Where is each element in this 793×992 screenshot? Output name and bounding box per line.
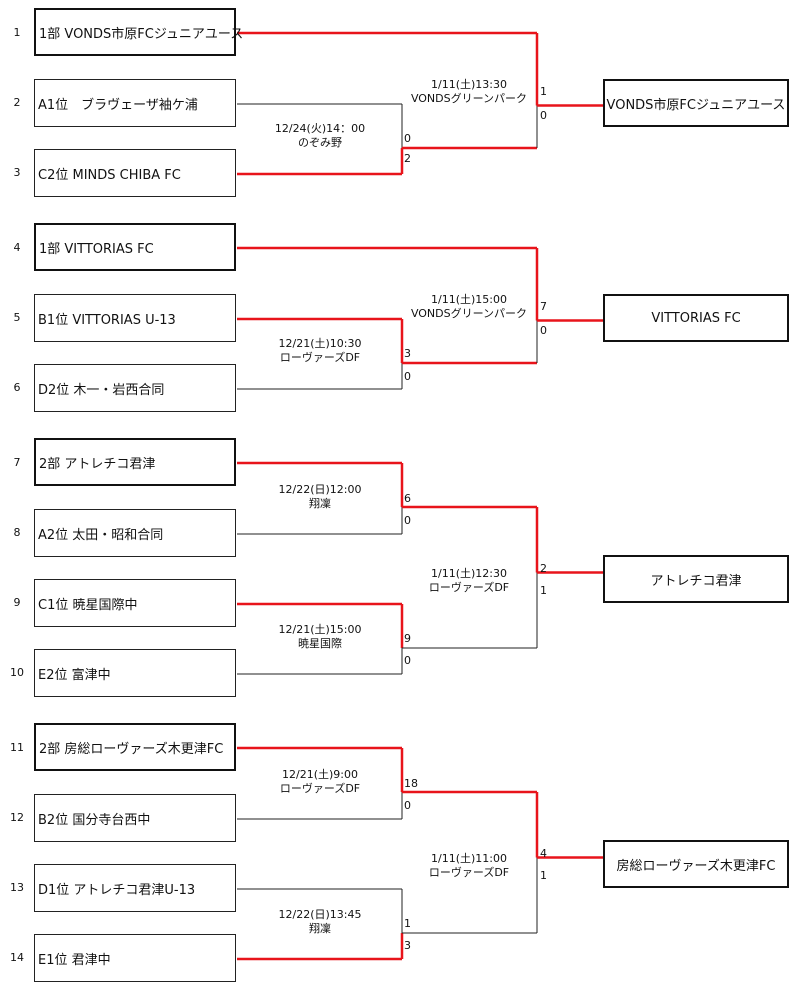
match-date: 1/11(土)12:30	[431, 567, 507, 580]
score: 0	[404, 132, 411, 145]
team-box: 1部 VITTORIAS FC	[34, 223, 236, 271]
match-info: 12/21(土)10:30 ローヴァーズDF	[250, 337, 390, 365]
seed-number: 9	[13, 596, 21, 609]
match-venue: VONDSグリーンパーク	[410, 307, 528, 320]
seed-number: 7	[13, 456, 21, 469]
match-date: 1/11(土)11:00	[431, 852, 507, 865]
seed-number: 8	[13, 526, 21, 539]
score: 6	[404, 492, 411, 505]
seed-number: 12	[10, 811, 24, 824]
score: 9	[404, 632, 411, 645]
team-box: 2部 アトレチコ君津	[34, 438, 236, 486]
score: 4	[540, 847, 547, 860]
match-date: 1/11(土)13:30	[431, 78, 507, 91]
seed-number: 4	[13, 241, 21, 254]
score: 1	[540, 85, 547, 98]
match-venue: 翔凜	[309, 497, 331, 510]
match-venue: ローヴァーズDF	[279, 351, 361, 364]
seed-number: 3	[13, 166, 21, 179]
team-box: B2位 国分寺台西中	[34, 794, 236, 842]
match-venue: ローヴァーズDF	[279, 782, 361, 795]
score: 1	[540, 584, 547, 597]
match-date: 12/22(日)13:45	[278, 908, 362, 921]
match-date: 12/22(日)12:00	[278, 483, 362, 496]
match-date: 12/24(火)14：00	[274, 122, 366, 135]
match-venue: VONDSグリーンパーク	[410, 92, 528, 105]
winner-box: アトレチコ君津	[603, 555, 789, 603]
match-info: 1/11(土)13:30 VONDSグリーンパーク	[399, 78, 539, 106]
score: 0	[404, 799, 411, 812]
seed-number: 13	[10, 881, 24, 894]
score: 0	[404, 370, 411, 383]
score: 3	[404, 939, 411, 952]
winner-box: VONDS市原FCジュニアユース	[603, 79, 789, 127]
team-box: A1位 ブラヴェーザ袖ケ浦	[34, 79, 236, 127]
match-info: 12/21(土)9:00 ローヴァーズDF	[250, 768, 390, 796]
match-venue: 暁星国際	[298, 637, 342, 650]
team-box: 1部 VONDS市原FCジュニアユース	[34, 8, 243, 56]
score: 1	[404, 917, 411, 930]
score: 2	[404, 152, 411, 165]
team-box: C1位 暁星国際中	[34, 579, 236, 627]
match-date: 12/21(土)15:00	[278, 623, 362, 636]
score: 18	[404, 777, 418, 790]
match-date: 1/11(土)15:00	[431, 293, 507, 306]
match-info: 12/21(土)15:00 暁星国際	[250, 623, 390, 651]
score: 2	[540, 562, 547, 575]
team-box: D1位 アトレチコ君津U-13	[34, 864, 236, 912]
team-box: A2位 太田・昭和合同	[34, 509, 236, 557]
score: 0	[540, 324, 547, 337]
score: 3	[404, 347, 411, 360]
score: 0	[404, 514, 411, 527]
score: 0	[540, 109, 547, 122]
seed-number: 5	[13, 311, 21, 324]
winner-box: 房総ローヴァーズ木更津FC	[603, 840, 789, 888]
score: 7	[540, 300, 547, 313]
match-venue: のぞみ野	[298, 136, 342, 149]
match-info: 1/11(土)12:30 ローヴァーズDF	[399, 567, 539, 595]
team-box: C2位 MINDS CHIBA FC	[34, 149, 236, 197]
match-venue: 翔凜	[309, 922, 331, 935]
winner-box: VITTORIAS FC	[603, 294, 789, 342]
seed-number: 10	[10, 666, 24, 679]
seed-number: 14	[10, 951, 24, 964]
score: 0	[404, 654, 411, 667]
match-info: 1/11(土)15:00 VONDSグリーンパーク	[399, 293, 539, 321]
team-box: B1位 VITTORIAS U-13	[34, 294, 236, 342]
team-box: E1位 君津中	[34, 934, 236, 982]
seed-number: 2	[13, 96, 21, 109]
match-info: 12/22(日)13:45 翔凜	[250, 908, 390, 936]
match-venue: ローヴァーズDF	[428, 581, 510, 594]
match-info: 12/24(火)14：00 のぞみ野	[250, 122, 390, 150]
seed-number: 1	[13, 26, 21, 39]
match-info: 12/22(日)12:00 翔凜	[250, 483, 390, 511]
match-info: 1/11(土)11:00 ローヴァーズDF	[399, 852, 539, 880]
seed-number: 6	[13, 381, 21, 394]
match-date: 12/21(土)10:30	[278, 337, 362, 350]
team-box: D2位 木一・岩西合同	[34, 364, 236, 412]
score: 1	[540, 869, 547, 882]
team-box: 2部 房総ローヴァーズ木更津FC	[34, 723, 236, 771]
team-box: E2位 富津中	[34, 649, 236, 697]
match-venue: ローヴァーズDF	[428, 866, 510, 879]
seed-number: 11	[10, 741, 24, 754]
match-date: 12/21(土)9:00	[282, 768, 358, 781]
